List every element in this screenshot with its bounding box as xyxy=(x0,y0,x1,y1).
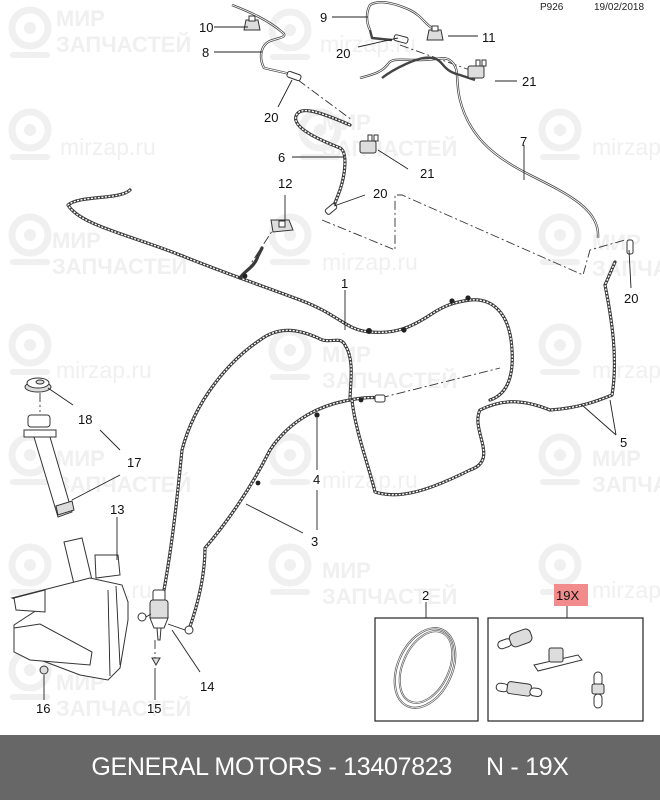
filler-cap-18 xyxy=(24,377,52,393)
watermark-url: mirzap.ru xyxy=(592,134,660,160)
callout-18: 18 xyxy=(78,412,92,427)
watermark-text: ЗАПЧАСТЕЙ xyxy=(592,472,660,497)
watermark-url: mirzap.ru xyxy=(56,357,152,383)
diagram-date: 19/02/2018 xyxy=(594,2,644,13)
callout-leaders xyxy=(43,16,632,700)
watermark-logo-icon xyxy=(8,6,52,58)
watermark-text: ЗАПЧАСТЕЙ xyxy=(592,256,660,281)
watermark-logo-icon xyxy=(268,8,312,60)
inset-hose-2: 2 xyxy=(374,588,479,722)
watermark-text: МИР xyxy=(56,446,105,471)
callout-21: 21 xyxy=(420,166,434,181)
hose-5 xyxy=(350,260,617,497)
callout-2: 2 xyxy=(422,588,429,603)
watermark-text: МИР xyxy=(52,228,101,253)
callout-labels: 10 8 9 11 20 21 20 6 21 7 12 20 20 1 5 4… xyxy=(36,10,638,716)
callout-6: 6 xyxy=(278,150,285,165)
watermark-logo-icon xyxy=(8,213,52,265)
watermark-text: МИР xyxy=(592,446,641,471)
watermark-logo-icon xyxy=(538,433,582,485)
hose-1 xyxy=(66,188,514,402)
callout-3: 3 xyxy=(311,534,318,549)
callout-1: 1 xyxy=(341,276,348,291)
watermark-url: mirzap.ru xyxy=(592,357,660,383)
callout-8: 8 xyxy=(202,45,209,60)
nozzle-12 xyxy=(270,219,294,233)
check-valve-21-upper xyxy=(467,59,487,79)
watermark-logo-icon xyxy=(538,213,582,265)
hose-3 xyxy=(158,328,382,634)
callout-20: 20 xyxy=(264,110,278,125)
callout-20: 20 xyxy=(624,291,638,306)
highlight-badge xyxy=(554,584,588,606)
page-code: P926 xyxy=(540,2,564,13)
watermark-logo-icon xyxy=(8,543,52,595)
grommet-16 xyxy=(39,665,49,675)
watermark-text: ЗАПЧАСТЕЙ xyxy=(56,696,191,721)
watermark-logo-icon xyxy=(538,323,582,375)
watermark-text: ЗАПЧАСТЕЙ xyxy=(322,368,457,393)
watermark-url: mirzap.ru xyxy=(320,31,416,57)
clip-15 xyxy=(151,657,161,667)
reference-number: N - 19X xyxy=(486,753,569,781)
hose-6 xyxy=(294,108,352,214)
callout-9: 9 xyxy=(320,10,327,25)
filler-neck-17 xyxy=(23,414,75,518)
footer-bar: GENERAL MOTORS - 13407823 N - 19X xyxy=(0,735,660,800)
watermark-text: ЗАПЧАСТЕЙ xyxy=(56,32,191,57)
connector-20 xyxy=(286,34,634,403)
watermark-logo-icon xyxy=(8,323,52,375)
hose-clips xyxy=(242,273,471,486)
watermark-text: МИР xyxy=(322,558,371,583)
connector-tee-icon xyxy=(495,681,543,698)
nozzle-11 xyxy=(426,25,444,41)
check-valve-21-lower xyxy=(359,134,379,154)
pipe-8 xyxy=(231,3,291,76)
callout-7: 7 xyxy=(520,134,527,149)
hose-clip-strip-icon xyxy=(533,647,583,672)
watermark-text: ЗАПЧАСТЕЙ xyxy=(52,254,187,279)
watermark-logo-icon xyxy=(538,108,582,160)
watermark-text: ЗАПЧАСТЕЙ xyxy=(322,584,457,609)
callout-15: 15 xyxy=(147,701,161,716)
callout-5: 5 xyxy=(620,435,627,450)
callout-10: 10 xyxy=(199,20,213,35)
connector-straight-icon xyxy=(497,628,533,650)
watermark-logo-icon xyxy=(268,213,312,265)
watermark-layer: МИР ЗАПЧАСТЕЙ mirzap.ru mirzap.ru МИР ЗА… xyxy=(8,6,660,721)
callout-4: 4 xyxy=(313,472,320,487)
inset-connector-kit-19x[interactable]: 19X xyxy=(487,584,644,722)
callout-21: 21 xyxy=(522,74,536,89)
callout-20: 20 xyxy=(336,46,350,61)
parts-diagram: МИР ЗАПЧАСТЕЙ mirzap.ru mirzap.ru МИР ЗА… xyxy=(8,1,660,722)
watermark-url: mirzap.ru xyxy=(322,249,418,275)
callout-11: 11 xyxy=(482,30,496,45)
nozzle-10 xyxy=(243,15,261,31)
callout-19x: 19X xyxy=(556,588,579,603)
watermark-logo-icon xyxy=(268,433,312,485)
watermark-text: ЗАПЧАСТЕЙ xyxy=(56,472,191,497)
connector-union-icon xyxy=(591,671,605,709)
brand-part-number: GENERAL MOTORS - 13407823 xyxy=(91,753,453,781)
watermark-logo-icon xyxy=(268,543,312,595)
watermark-url: mirzap.ru xyxy=(60,134,156,160)
watermark-logo-icon xyxy=(8,108,52,160)
reservoir-13 xyxy=(10,537,129,681)
callout-16: 16 xyxy=(36,701,50,716)
watermark-logo-icon xyxy=(268,328,312,380)
callout-12: 12 xyxy=(278,176,292,191)
callout-14: 14 xyxy=(200,679,214,694)
watermark-text: МИР xyxy=(56,6,105,31)
callout-13: 13 xyxy=(110,502,124,517)
washer-pump-14 xyxy=(137,589,194,641)
pipe-7 xyxy=(359,56,600,239)
watermark-url: mirzap.ru xyxy=(592,577,660,603)
callout-20: 20 xyxy=(373,186,387,201)
callout-17: 17 xyxy=(127,455,141,470)
